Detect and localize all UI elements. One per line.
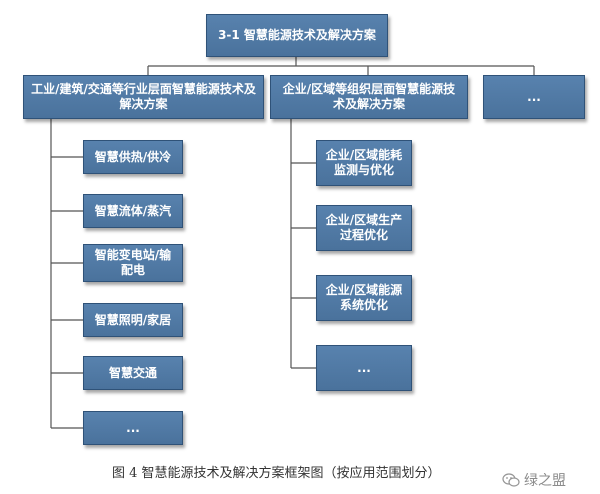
watermark-label: 绿之盟 <box>524 473 566 489</box>
branch-organization-label: 企业/区域等组织层面智慧能源技术及解决方案 <box>282 82 456 111</box>
leaf-energy-system-optimization-label: 企业/区域能源系统优化 <box>325 283 403 312</box>
leaf-smart-fluid-steam-label: 智慧流体/蒸汽 <box>94 203 172 218</box>
branch-industry-label: 工业/建筑/交通等行业层面智慧能源技术及解决方案 <box>31 82 256 111</box>
leaf-smart-substation-label: 智能变电站/输配电 <box>94 248 172 277</box>
leaf-energy-monitoring: 企业/区域能耗监测与优化 <box>316 140 412 186</box>
leaf-smart-fluid-steam: 智慧流体/蒸汽 <box>83 194 183 228</box>
leaf-organization-more: ... <box>316 345 412 391</box>
leaf-industry-more: ... <box>83 411 183 445</box>
leaf-smart-transport: 智慧交通 <box>83 356 183 390</box>
watermark: 绿之盟 <box>502 470 566 490</box>
root-node: 3-1 智慧能源技术及解决方案 <box>206 14 388 57</box>
leaf-smart-heating-cooling-label: 智慧供热/供冷 <box>94 149 172 164</box>
leaf-energy-monitoring-label: 企业/区域能耗监测与优化 <box>325 148 403 177</box>
branch-more-label: ... <box>527 89 541 104</box>
leaf-smart-transport-label: 智慧交通 <box>108 365 157 380</box>
leaf-industry-more-label: ... <box>126 420 140 435</box>
wechat-icon <box>502 473 520 487</box>
leaf-smart-substation: 智能变电站/输配电 <box>83 244 183 282</box>
branch-organization-node: 企业/区域等组织层面智慧能源技术及解决方案 <box>270 75 468 119</box>
root-node-label: 3-1 智慧能源技术及解决方案 <box>218 28 376 42</box>
leaf-smart-lighting-home: 智慧照明/家居 <box>83 303 183 337</box>
leaf-smart-heating-cooling: 智慧供热/供冷 <box>83 140 183 174</box>
figure-caption: 图 4 智慧能源技术及解决方案框架图（按应用范围划分） <box>112 466 441 481</box>
leaf-energy-system-optimization: 企业/区域能源系统优化 <box>316 275 412 321</box>
leaf-organization-more-label: ... <box>357 360 371 375</box>
leaf-production-optimization: 企业/区域生产过程优化 <box>316 205 412 251</box>
branch-more-node: ... <box>483 75 585 119</box>
branch-industry-node: 工业/建筑/交通等行业层面智慧能源技术及解决方案 <box>23 75 264 119</box>
leaf-smart-lighting-home-label: 智慧照明/家居 <box>94 312 172 327</box>
leaf-production-optimization-label: 企业/区域生产过程优化 <box>325 213 403 242</box>
